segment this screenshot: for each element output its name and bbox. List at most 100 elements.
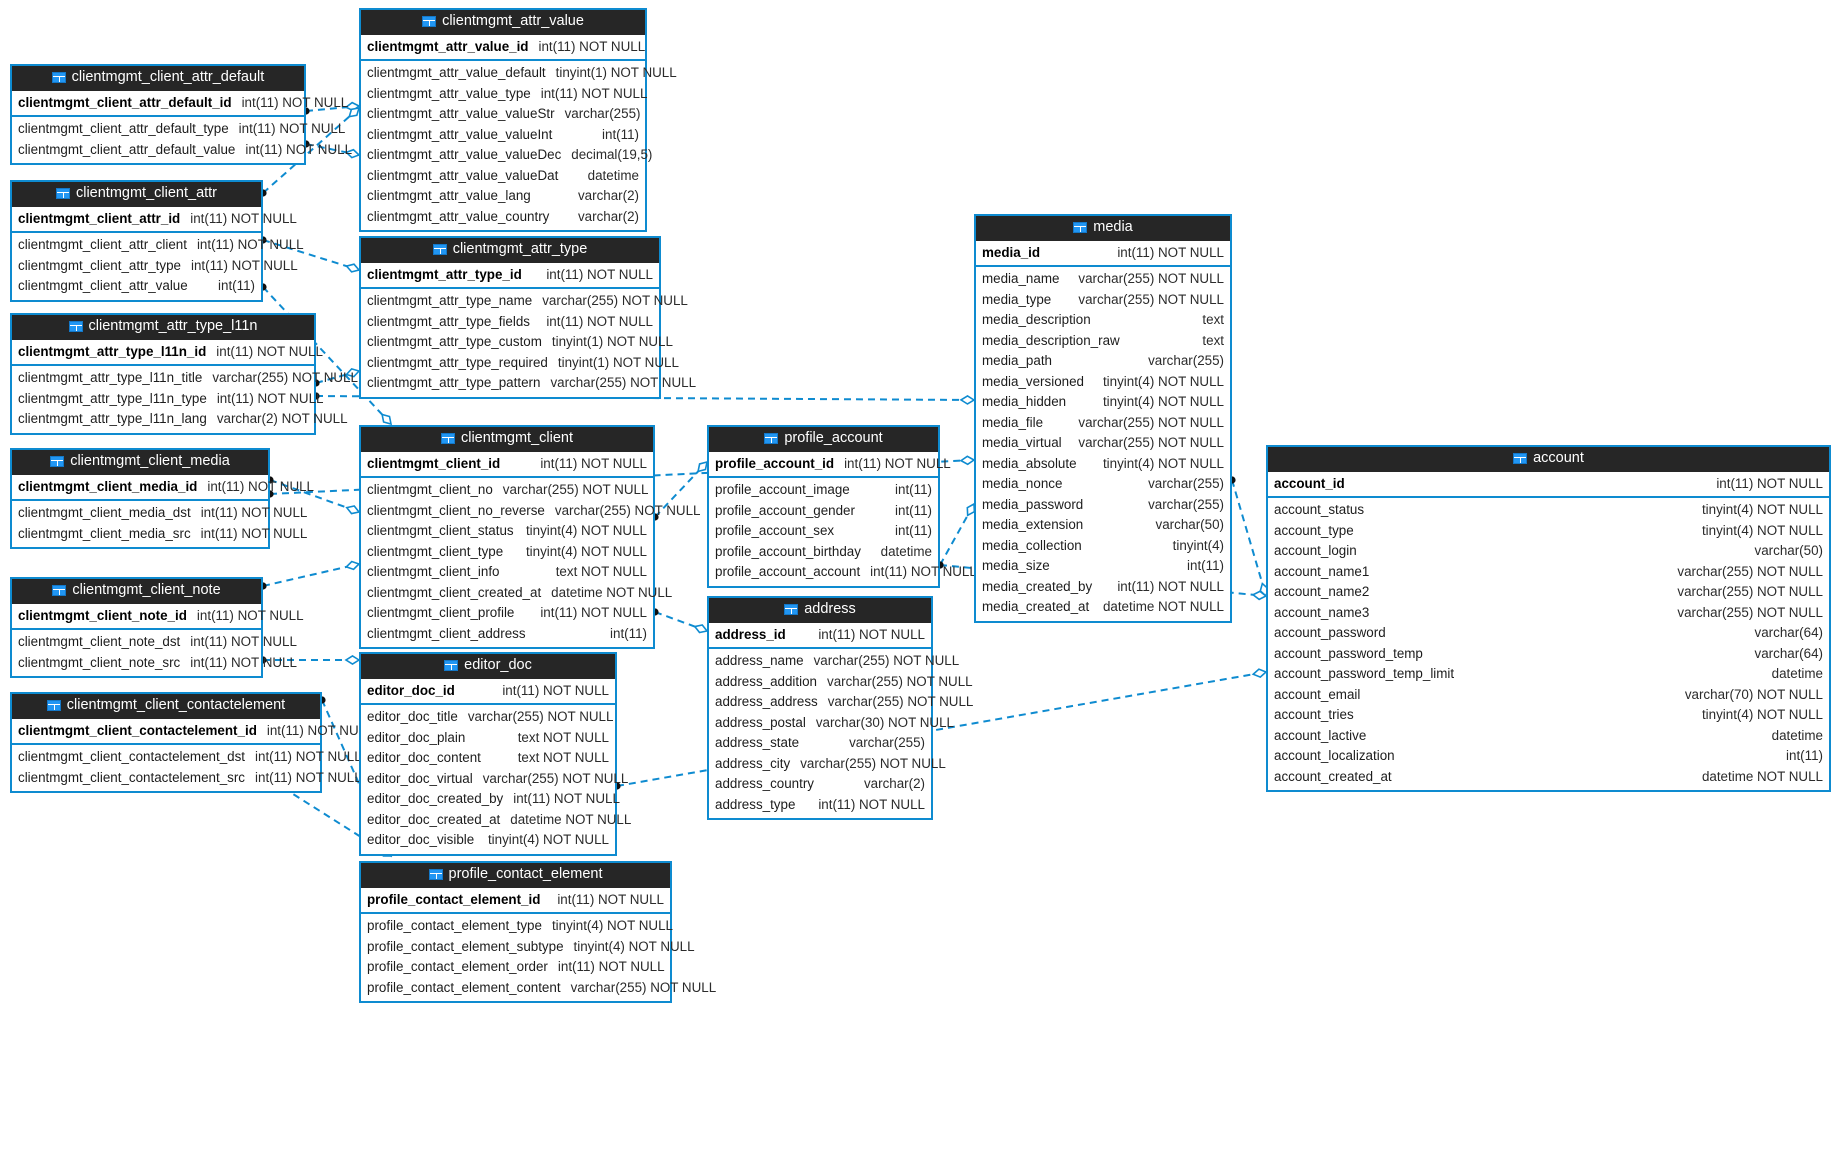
column-name: clientmgmt_client_attr_client bbox=[18, 237, 187, 253]
column-name: account_login bbox=[1274, 543, 1357, 559]
column-type: varchar(2) bbox=[577, 208, 639, 224]
column-type: int(11) NOT NULL bbox=[207, 478, 315, 494]
column-type: int(11) NOT NULL bbox=[255, 749, 362, 765]
column-name: clientmgmt_client_note_dst bbox=[18, 634, 181, 650]
column-name: clientmgmt_attr_value_country bbox=[367, 208, 550, 224]
column-name: clientmgmt_client_attr_id bbox=[18, 210, 181, 226]
column-row: clientmgmt_attr_value_country varchar(2) bbox=[361, 207, 645, 228]
column-name: clientmgmt_client_contactelement_src bbox=[18, 769, 246, 785]
column-type: int(11) bbox=[895, 502, 932, 518]
column-type: varchar(2) bbox=[863, 776, 925, 792]
column-name: media_versioned bbox=[982, 373, 1084, 389]
relationship-endpoint-diamond bbox=[348, 106, 361, 118]
column-type: int(11) NOT NULL bbox=[200, 525, 308, 541]
column-type: int(11) NOT NULL bbox=[245, 141, 353, 157]
column-name: clientmgmt_attr_value_type bbox=[367, 85, 531, 101]
column-name: media_nonce bbox=[982, 476, 1063, 492]
column-type: tinyint(4) NOT NULL bbox=[551, 918, 673, 934]
column-type: datetime bbox=[587, 167, 639, 183]
column-name: clientmgmt_client_created_at bbox=[367, 584, 542, 600]
column-type: varchar(255) NOT NULL bbox=[467, 709, 614, 725]
column-type: int(11) NOT NULL bbox=[191, 257, 298, 273]
relationship-media-to-account bbox=[1228, 476, 1269, 598]
column-type: int(11) NOT NULL bbox=[513, 791, 620, 807]
column-name: editor_doc_created_by bbox=[367, 791, 504, 807]
relationship-line bbox=[654, 611, 708, 632]
column-type: varchar(255) bbox=[849, 735, 925, 751]
column-type: varchar(64) bbox=[1754, 625, 1823, 641]
column-name: clientmgmt_client_attr_value bbox=[18, 278, 188, 294]
entity-header: media bbox=[976, 216, 1230, 241]
column-type: varchar(255) NOT NULL bbox=[1078, 291, 1224, 307]
column-type: tinyint(4) NOT NULL bbox=[525, 523, 647, 539]
column-name: clientmgmt_client_id bbox=[367, 455, 501, 471]
table-icon bbox=[50, 456, 65, 468]
entity-header: clientmgmt_client_contactelement bbox=[12, 694, 320, 719]
relationship-profile-account-to-media bbox=[936, 502, 976, 569]
column-type: int(11) bbox=[895, 482, 932, 498]
column-name: clientmgmt_attr_type_l11n_lang bbox=[18, 411, 207, 427]
column-name: clientmgmt_client_attr_default_id bbox=[18, 94, 232, 110]
relationship-endpoint-diamond bbox=[381, 413, 393, 426]
table-icon bbox=[1513, 453, 1528, 465]
column-name: editor_doc_title bbox=[367, 709, 458, 725]
column-name: media_created_at bbox=[982, 599, 1090, 615]
entity-table-clientmgmt_client_media[interactable]: clientmgmt_client_media clientmgmt_client… bbox=[10, 448, 314, 550]
column-name: account_created_at bbox=[1274, 768, 1392, 784]
entity-title: clientmgmt_client_media bbox=[70, 453, 230, 469]
column-type: tinyint(4) NOT NULL bbox=[1701, 502, 1823, 518]
column-name: account_name3 bbox=[1274, 604, 1370, 620]
column-type: tinyint(1) NOT NULL bbox=[557, 354, 679, 370]
column-type: int(11) bbox=[610, 625, 647, 641]
table-icon bbox=[46, 700, 61, 712]
table-icon bbox=[68, 321, 83, 333]
column-name: media_id bbox=[982, 244, 1041, 260]
column-name: editor_doc_id bbox=[367, 682, 455, 698]
column-type: tinyint(4) bbox=[1172, 537, 1224, 553]
column-type: int(11) NOT NULL bbox=[540, 605, 647, 621]
relationship-endpoint-diamond bbox=[345, 505, 361, 515]
column-type: int(11) bbox=[218, 278, 255, 294]
entity-table-clientmgmt_client_contactelement[interactable]: clientmgmt_client_contactelement clientmg… bbox=[10, 692, 374, 794]
column-type: int(11) NOT NULL bbox=[844, 455, 951, 471]
column-type: int(11) NOT NULL bbox=[1117, 244, 1224, 260]
